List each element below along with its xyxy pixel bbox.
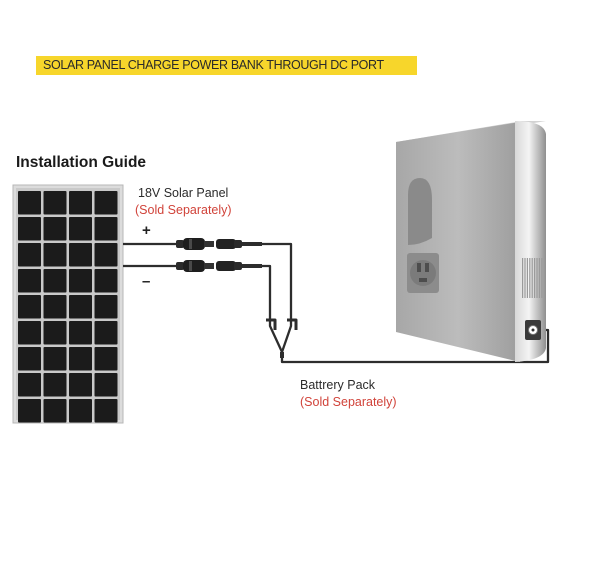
solar-cell — [94, 217, 118, 241]
solar-panel-label: 18V Solar Panel — [138, 186, 229, 200]
solar-cell — [94, 347, 118, 371]
vent-slot — [538, 258, 540, 298]
solar-cell — [94, 321, 118, 345]
power-bank-icon — [396, 121, 546, 362]
solar-cell — [69, 243, 92, 267]
solar-cell — [43, 243, 67, 267]
solar-cell — [18, 347, 41, 371]
solar-cell — [43, 217, 67, 241]
solar-cell — [18, 399, 41, 423]
solar-cell — [69, 269, 92, 293]
y-branch-icon — [266, 318, 298, 358]
solar-cell — [69, 191, 92, 215]
solar-cell — [18, 243, 41, 267]
vent-slot — [526, 258, 528, 298]
solar-cell — [94, 243, 118, 267]
vent-slot — [522, 258, 524, 298]
title-banner: SOLAR PANEL CHARGE POWER BANK THROUGH DC… — [36, 56, 417, 75]
solar-cell — [94, 295, 118, 319]
solar-cell — [43, 269, 67, 293]
vent-slot — [541, 258, 543, 298]
vent-slot — [531, 258, 533, 298]
solar-cell — [43, 191, 67, 215]
solar-cell — [69, 295, 92, 319]
solar-cell — [94, 373, 118, 397]
solar-panel-icon — [12, 184, 124, 424]
solar-cell — [43, 347, 67, 371]
vent-slot — [534, 258, 536, 298]
solar-cell — [43, 295, 67, 319]
solar-cell — [69, 217, 92, 241]
solar-cell — [43, 399, 67, 423]
solar-cell — [69, 321, 92, 345]
battery-pack-note: (Sold Separately) — [300, 395, 397, 409]
solar-panel-note: (Sold Separately) — [135, 203, 232, 217]
solar-cell — [18, 373, 41, 397]
vent-slot — [529, 258, 531, 298]
solar-cell — [18, 191, 41, 215]
negative-sign: – — [142, 273, 151, 290]
dc-port-icon — [525, 320, 541, 340]
battery-pack-label: Battrery Pack — [300, 378, 376, 392]
positive-sign: + — [142, 222, 151, 239]
solar-cell — [18, 217, 41, 241]
solar-cell — [94, 269, 118, 293]
solar-cell — [18, 295, 41, 319]
solar-cell — [69, 373, 92, 397]
solar-cell — [94, 399, 118, 423]
vent-slot — [536, 258, 538, 298]
guide-title: Installation Guide — [16, 154, 147, 171]
solar-cell — [94, 191, 118, 215]
solar-cell — [43, 321, 67, 345]
solar-cell — [18, 321, 41, 345]
connector-icon — [176, 238, 262, 272]
solar-cell — [69, 347, 92, 371]
solar-cell — [18, 269, 41, 293]
solar-cell — [69, 399, 92, 423]
vent-slot — [524, 258, 526, 298]
solar-cell — [43, 373, 67, 397]
vent-grille — [522, 258, 543, 298]
ac-outlet-icon — [407, 253, 439, 293]
